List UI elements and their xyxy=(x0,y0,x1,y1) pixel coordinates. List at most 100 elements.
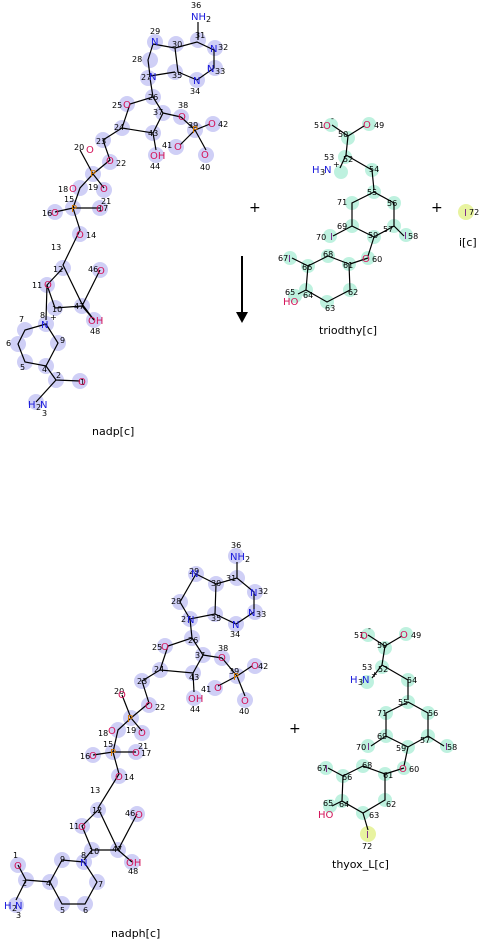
svg-text:18: 18 xyxy=(58,185,68,194)
svg-text:N: N xyxy=(248,608,255,619)
svg-text:55: 55 xyxy=(398,698,408,707)
svg-text:65: 65 xyxy=(323,799,333,808)
svg-text:39: 39 xyxy=(229,667,239,676)
svg-text:P: P xyxy=(233,672,239,683)
svg-text:63: 63 xyxy=(369,811,379,820)
plus-sign-3: + xyxy=(289,721,301,737)
svg-text:58: 58 xyxy=(447,743,457,752)
svg-text:+: + xyxy=(333,160,340,169)
svg-text:36: 36 xyxy=(231,541,241,550)
svg-text:O: O xyxy=(161,642,169,653)
svg-text:O: O xyxy=(178,112,186,123)
svg-text:46: 46 xyxy=(125,809,135,818)
svg-text:22: 22 xyxy=(116,159,126,168)
svg-text:52: 52 xyxy=(343,155,353,164)
svg-text:O: O xyxy=(208,119,216,130)
svg-text:69: 69 xyxy=(377,732,387,741)
svg-text:O: O xyxy=(96,204,104,215)
svg-text:50: 50 xyxy=(338,130,348,139)
svg-text:O: O xyxy=(97,266,105,277)
svg-text:3: 3 xyxy=(358,678,363,687)
svg-text:70: 70 xyxy=(316,233,326,242)
svg-text:51: 51 xyxy=(314,121,324,130)
svg-text:11: 11 xyxy=(32,281,42,290)
svg-text:31: 31 xyxy=(195,31,205,40)
svg-text:61: 61 xyxy=(383,771,393,780)
svg-text:39: 39 xyxy=(188,121,198,130)
svg-text:O: O xyxy=(86,145,94,156)
svg-text:15: 15 xyxy=(103,740,113,749)
svg-text:64: 64 xyxy=(339,800,349,809)
thyox-L-label: thyox_L[c] xyxy=(332,858,389,871)
svg-text:18: 18 xyxy=(98,729,108,738)
svg-text:67: 67 xyxy=(317,764,327,773)
svg-text:66: 66 xyxy=(302,263,312,272)
svg-text:8: 8 xyxy=(81,851,86,860)
svg-text:10: 10 xyxy=(52,305,62,314)
svg-text:54: 54 xyxy=(407,676,417,685)
svg-text:71: 71 xyxy=(337,198,347,207)
svg-text:N: N xyxy=(207,64,214,75)
svg-text:33: 33 xyxy=(256,610,266,619)
svg-text:I: I xyxy=(288,254,291,265)
svg-text:32: 32 xyxy=(218,43,228,52)
svg-text:2: 2 xyxy=(56,371,61,380)
svg-text:60: 60 xyxy=(372,255,382,264)
svg-text:O: O xyxy=(132,748,140,759)
triodthy-label: triodthy[c] xyxy=(319,324,377,337)
svg-text:24: 24 xyxy=(114,123,124,132)
svg-text:34: 34 xyxy=(190,87,200,96)
svg-text:11: 11 xyxy=(69,822,79,831)
plus-sign-1: + xyxy=(249,200,261,216)
svg-text:O: O xyxy=(76,230,84,241)
svg-text:10: 10 xyxy=(89,847,99,856)
svg-text:OH: OH xyxy=(88,316,103,327)
svg-text:72: 72 xyxy=(362,842,372,851)
svg-text:59: 59 xyxy=(396,744,406,753)
svg-text:49: 49 xyxy=(374,121,384,130)
svg-text:40: 40 xyxy=(200,163,210,172)
svg-text:46: 46 xyxy=(88,265,98,274)
svg-text:13: 13 xyxy=(90,786,100,795)
svg-text:28: 28 xyxy=(132,55,142,64)
svg-text:31: 31 xyxy=(226,574,236,583)
svg-text:71: 71 xyxy=(377,709,387,718)
svg-text:38: 38 xyxy=(218,644,228,653)
svg-text:5: 5 xyxy=(60,906,65,915)
svg-text:O: O xyxy=(14,861,22,872)
svg-text:34: 34 xyxy=(230,630,240,639)
svg-text:14: 14 xyxy=(86,231,96,240)
svg-text:35: 35 xyxy=(211,614,221,623)
svg-text:O: O xyxy=(44,280,52,291)
svg-text:17: 17 xyxy=(141,749,151,758)
svg-text:O: O xyxy=(100,184,108,195)
svg-text:69: 69 xyxy=(337,222,347,231)
svg-text:56: 56 xyxy=(428,709,438,718)
svg-text:6: 6 xyxy=(6,339,11,348)
svg-text:67: 67 xyxy=(278,254,288,263)
svg-text:I: I xyxy=(464,208,467,219)
svg-text:NH: NH xyxy=(191,12,206,23)
svg-text:N: N xyxy=(80,858,87,869)
svg-text:O: O xyxy=(69,184,77,195)
svg-text:9: 9 xyxy=(60,855,65,864)
svg-text:P: P xyxy=(127,714,133,725)
svg-text:56: 56 xyxy=(387,199,397,208)
svg-text:19: 19 xyxy=(126,726,136,735)
svg-text:25: 25 xyxy=(152,643,162,652)
svg-text:O: O xyxy=(135,810,143,821)
svg-text:27: 27 xyxy=(141,73,151,82)
nadp-label: nadp[c] xyxy=(92,425,134,438)
svg-text:53: 53 xyxy=(362,663,372,672)
svg-text:O: O xyxy=(218,653,226,664)
svg-text:28: 28 xyxy=(171,597,181,606)
svg-text:60: 60 xyxy=(409,765,419,774)
svg-text:48: 48 xyxy=(128,867,138,876)
svg-text:29: 29 xyxy=(150,27,160,36)
svg-text:N: N xyxy=(232,620,239,631)
svg-text:P: P xyxy=(71,204,77,215)
svg-text:59: 59 xyxy=(368,231,378,240)
